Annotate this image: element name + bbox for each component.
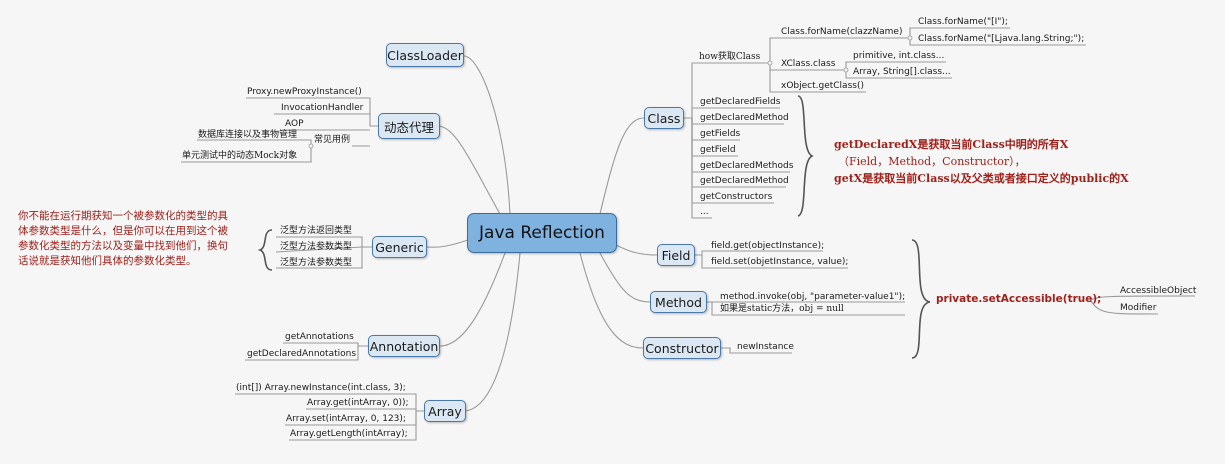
- node-constructor[interactable]: Constructor: [643, 337, 721, 359]
- leaf-aop: AOP: [285, 119, 304, 129]
- node-generic[interactable]: Generic: [372, 236, 427, 258]
- leaf-generic-param-type-1: 泛型方法参数类型: [280, 242, 353, 252]
- leaf-get-declared-methods: getDeclaredMethods: [700, 161, 794, 171]
- edge-array: [463, 252, 521, 412]
- leaf-ellipsis: ...: [700, 207, 709, 217]
- node-field[interactable]: Field: [657, 244, 695, 266]
- leaf-method-static-note: 如果是static方法，obj = null: [720, 304, 844, 314]
- leaf-class-forname: Class.forName(clazzName): [781, 27, 903, 37]
- leaf-new-instance: newInstance: [737, 342, 794, 352]
- generic-note: 你不能在运行期获知一个被参数化的类型的具体参数类型是什么，但是你可以在用到这个被…: [18, 210, 228, 267]
- leaf-array-set: Array.set(intArray, 0, 123);: [286, 414, 406, 424]
- leaf-get-declared-method-2: getDeclaredMethod: [700, 176, 789, 186]
- edge-method: [599, 252, 651, 303]
- edge-generic: [425, 239, 469, 248]
- leaf-get-fields: getFields: [700, 129, 741, 139]
- leaf-proxy-newproxyinstance: Proxy.newProxyInstance(): [247, 87, 362, 97]
- brace-access: [911, 239, 931, 359]
- leaf-generic-return-type: 泛型方法返回类型: [280, 226, 353, 236]
- leaf-get-declared-fields: getDeclaredFields: [700, 97, 781, 107]
- leaf-xclass-array: Array, String[].class...: [853, 67, 951, 77]
- leaf-forname-example-2: Class.forName("[Ljava.lang.String;");: [918, 34, 1085, 44]
- central-topic[interactable]: Java Reflection: [467, 213, 617, 253]
- node-array[interactable]: Array: [424, 400, 466, 422]
- leaf-field-set: field.set(objetInstance, value);: [711, 257, 849, 267]
- leaf-get-field: getField: [700, 145, 736, 155]
- node-classloader[interactable]: ClassLoader: [386, 43, 464, 67]
- leaf-get-annotations: getAnnotations: [285, 332, 354, 342]
- node-annotation[interactable]: Annotation: [368, 335, 440, 357]
- node-dynamic-proxy[interactable]: 动态代理: [378, 113, 440, 139]
- set-accessible-label: private.setAccessible(true);: [936, 293, 1102, 305]
- leaf-accessible-object: AccessibleObject: [1120, 286, 1197, 296]
- leaf-array-getlength: Array.getLength(intArray);: [290, 429, 408, 439]
- leaf-get-declared-method-1: getDeclaredMethod: [700, 113, 789, 123]
- leaf-db-transaction: 数据库连接以及事物管理: [198, 130, 298, 140]
- leaf-field-get: field.get(objectInstance);: [711, 241, 825, 251]
- class-note-line-3: getX是获取当前Class以及父类或者接口定义的public的X: [834, 172, 1129, 185]
- class-note: getDeclaredX是获取当前Class中明的所有X （Field，Meth…: [834, 136, 1214, 187]
- leaf-xobject-getclass: xObject.getClass(): [781, 81, 864, 91]
- leaf-get-declared-annotations: getDeclaredAnnotations: [247, 349, 357, 359]
- leaf-forname-example-1: Class.forName("[I");: [918, 17, 1008, 27]
- leaf-mock-objects: 单元测试中的动态Mock对象: [182, 151, 298, 161]
- leaf-generic-param-type-2: 泛型方法参数类型: [280, 258, 353, 268]
- edge-class: [599, 117, 645, 215]
- leaf-xclass-primitive: primitive, int.class...: [853, 51, 945, 61]
- brace-generic: [257, 229, 273, 271]
- edge-constructor: [579, 252, 644, 349]
- edge-proxy: [437, 125, 501, 215]
- edge-classloader: [463, 55, 511, 215]
- class-note-line-2: （Field，Method，Constructor），: [838, 155, 1026, 168]
- leaf-method-invoke: method.invoke(obj, "parameter-value1");: [720, 292, 906, 302]
- brace-class-methods: [797, 95, 814, 217]
- leaf-use-cases-label: 常见用例: [314, 135, 351, 145]
- leaf-invocation-handler: InvocationHandler: [281, 103, 364, 113]
- leaf-modifier: Modifier: [1120, 303, 1157, 313]
- leaf-xclass-class: XClass.class: [781, 59, 836, 69]
- leaf-how-get-class: how获取Class: [699, 52, 761, 62]
- node-method[interactable]: Method: [650, 291, 707, 313]
- class-note-line-1: getDeclaredX是获取当前Class中明的所有X: [834, 138, 1069, 151]
- leaf-get-constructors: getConstructors: [700, 192, 773, 202]
- edge-annotation: [439, 252, 506, 347]
- leaf-array-newinstance: (int[]) Array.newInstance(int.class, 3);: [236, 383, 406, 393]
- edge-field: [615, 244, 658, 256]
- leaf-array-get: Array.get(intArray, 0));: [307, 398, 409, 408]
- node-class[interactable]: Class: [644, 107, 684, 129]
